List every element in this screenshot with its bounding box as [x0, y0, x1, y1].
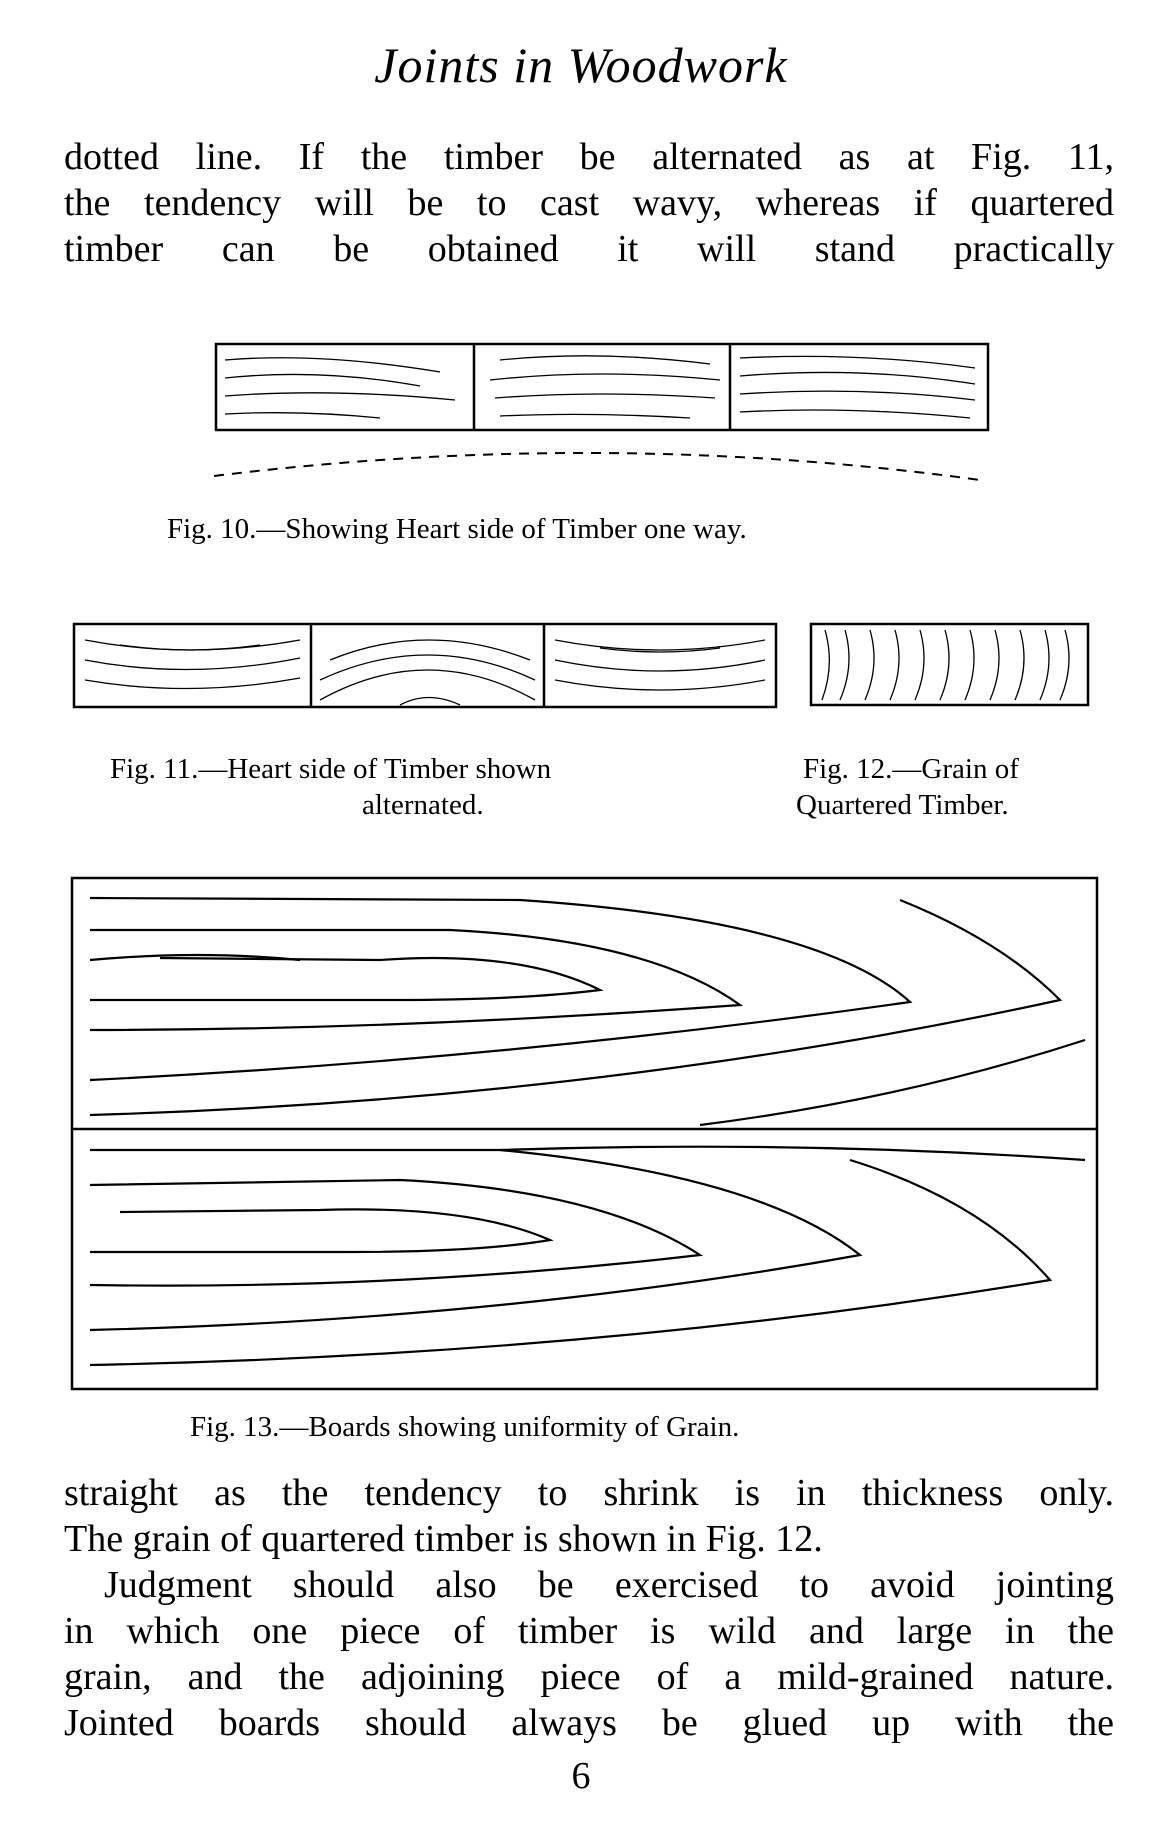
body-line: timber can be obtained it will stand pra…: [64, 228, 1114, 270]
fig12-caption-line1: Fig. 12.—Grain of: [803, 753, 1019, 785]
body-line: in which one piece of timber is wild and…: [64, 1610, 1114, 1652]
fig12-caption-line2: Quartered Timber.: [796, 789, 1009, 821]
fig10-caption: Fig. 10.—Showing Heart side of Timber on…: [167, 513, 747, 545]
body-line: grain, and the adjoining piece of a mild…: [64, 1656, 1114, 1698]
body-line: dotted line. If the timber be alternated…: [64, 136, 1114, 178]
body-line: the tendency will be to cast wavy, where…: [64, 182, 1114, 224]
body-line: Jointed boards should always be glued up…: [64, 1702, 1114, 1744]
page-number: 6: [571, 1755, 591, 1797]
body-line: straight as the tendency to shrink is in…: [64, 1472, 1114, 1514]
fig12-board: [809, 622, 1090, 707]
fig13-boards: [70, 876, 1099, 1391]
fig13-caption: Fig. 13.—Boards showing uniformity of Gr…: [190, 1411, 740, 1443]
fig11-caption-line2: alternated.: [362, 789, 484, 821]
fig11-boards: [72, 622, 778, 709]
fig11-caption-line1: Fig. 11.—Heart side of Timber shown: [110, 753, 552, 785]
running-title: Joints in Woodwork: [374, 37, 788, 93]
body-line: Judgment should also be exercised to avo…: [104, 1564, 1114, 1606]
fig10-boards: [213, 342, 990, 481]
body-line: The grain of quartered timber is shown i…: [64, 1518, 823, 1560]
